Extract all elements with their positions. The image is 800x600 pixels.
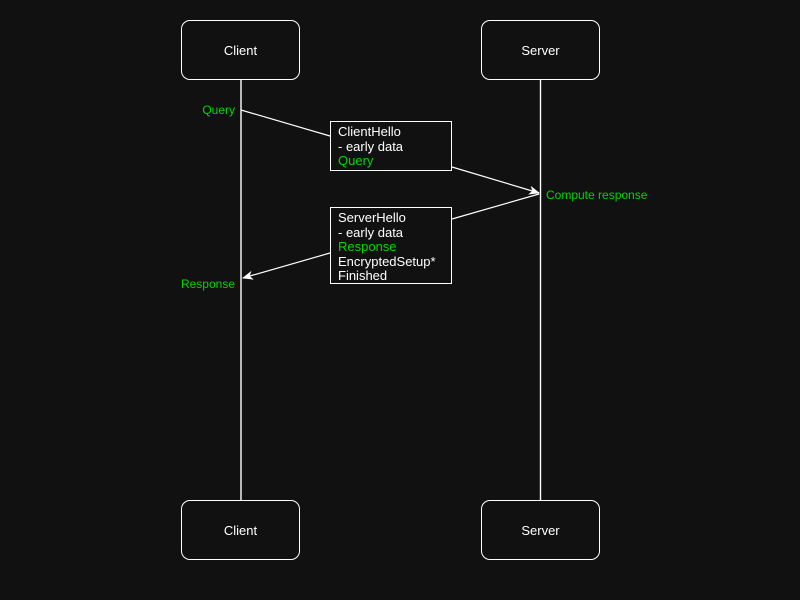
note-server-hello-line-4: EncryptedSetup* bbox=[338, 253, 436, 269]
label-response: Response bbox=[180, 277, 235, 291]
note-client-hello-line-1: ClientHello bbox=[338, 124, 401, 139]
note-server-hello-line-2: - early data bbox=[338, 224, 404, 240]
note-client-hello-line-3: Query bbox=[338, 153, 374, 169]
actor-foot-client[interactable]: Client bbox=[181, 500, 300, 560]
actor-head-client-label: Client bbox=[223, 42, 258, 58]
label-compute-response: Compute response bbox=[546, 188, 648, 202]
actor-foot-server-label: Server bbox=[521, 522, 560, 538]
actor-head-client[interactable]: Client bbox=[181, 20, 300, 80]
message-line-query-b bbox=[451, 166, 540, 195]
label-query: Query bbox=[202, 103, 235, 117]
actor-head-server[interactable]: Server bbox=[481, 20, 600, 80]
actor-foot-server[interactable]: Server bbox=[481, 500, 600, 560]
note-client-hello[interactable]: ClientHello - early data Query bbox=[330, 121, 452, 171]
message-line-response-b bbox=[242, 252, 331, 280]
note-server-hello-line-1: ServerHello bbox=[338, 210, 406, 225]
note-server-hello-line-3: Response bbox=[338, 239, 397, 255]
actor-head-server-label: Server bbox=[521, 42, 560, 58]
note-server-hello[interactable]: ServerHello - early data Response Encryp… bbox=[330, 207, 452, 284]
note-client-hello-line-2: - early data bbox=[338, 138, 404, 154]
actor-foot-client-label: Client bbox=[223, 522, 258, 538]
message-line-query-a bbox=[240, 109, 331, 137]
note-server-hello-line-5: Finished bbox=[338, 268, 388, 284]
message-line-response-a bbox=[451, 193, 540, 220]
